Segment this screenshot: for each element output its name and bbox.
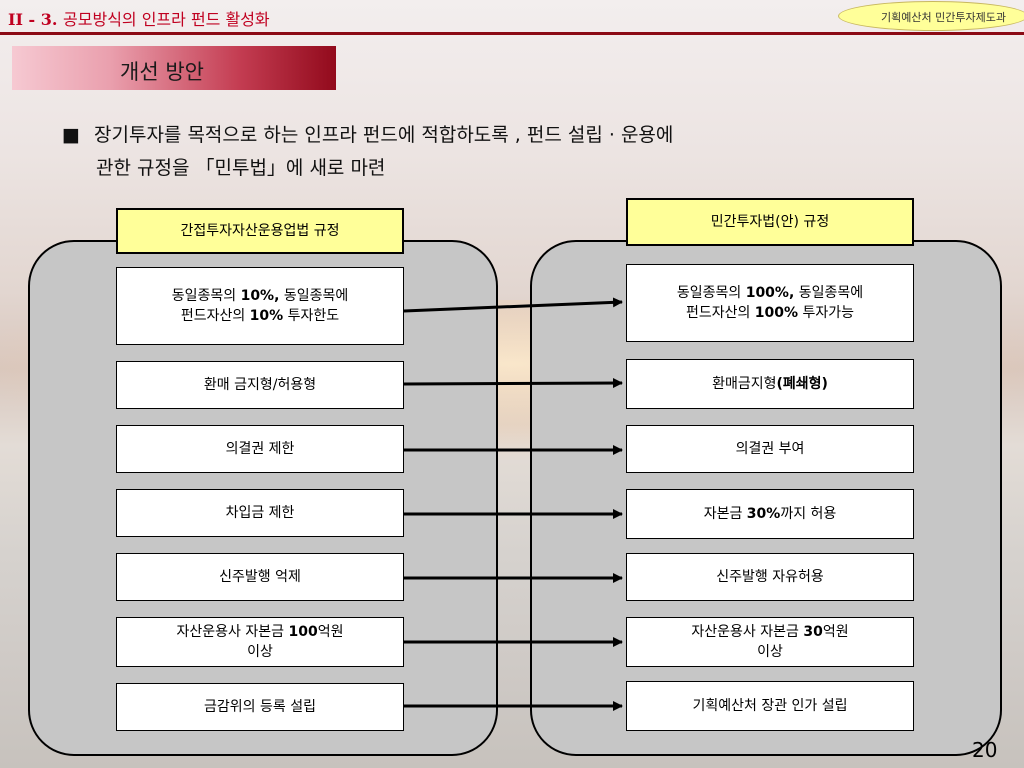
left-item-redemption: 환매 금지형/허용형 (116, 361, 404, 409)
department-badge: 기획예산처 민간투자제도과 (838, 1, 1024, 31)
left-item-text: 환매 금지형/허용형 (203, 377, 317, 393)
right-item-value: (폐쇄형) (776, 376, 828, 392)
right-item-text: 이상 (757, 644, 783, 660)
left-item-text: 이상 (247, 644, 273, 660)
arrow-1 (403, 297, 623, 313)
right-item-text: 펀드자산의 (685, 305, 755, 321)
square-bullet-icon: ■ (62, 124, 80, 146)
bullet-line-2: 관한 규정을 「민투법」에 새로 마련 (96, 153, 385, 180)
department-label: 기획예산처 민간투자제도과 (881, 11, 1006, 24)
left-panel-label: 간접투자자산운용업법 규정 (116, 208, 404, 254)
right-item-text: 까지 허용 (780, 506, 837, 522)
left-item-voting: 의결권 제한 (116, 425, 404, 473)
right-item-text: 투자가능 (798, 305, 855, 321)
left-item-borrowing: 차입금 제한 (116, 489, 404, 537)
left-item-value: 10% (249, 308, 284, 324)
section-header: II - 3. 공모방식의 인프라 펀드 활성화 (8, 6, 270, 30)
right-item-value: 100%, (745, 285, 795, 301)
right-item-text: 환매금지형 (712, 376, 777, 392)
left-item-text: 의결권 제한 (225, 441, 295, 457)
left-item-value: 100 (288, 624, 318, 640)
right-item-text: 기획예산처 장관 인가 설립 (692, 698, 848, 714)
left-item-text: 동일종목에 (279, 288, 349, 304)
right-item-borrowing: 자본금 30%까지 허용 (626, 489, 914, 539)
slide-title: 개선 방안 (120, 60, 204, 84)
section-number: II - 3. (8, 10, 58, 29)
right-item-text: 의결권 부여 (735, 441, 805, 457)
left-item-value: 10%, (240, 288, 280, 304)
right-item-investment-limit: 동일종목의 100%, 동일종목에 펀드자산의 100% 투자가능 (626, 264, 914, 342)
left-item-text: 펀드자산의 (180, 308, 250, 324)
left-item-text: 신주발행 억제 (219, 569, 301, 585)
left-label-text: 간접투자자산운용업법 규정 (180, 223, 340, 239)
right-item-text: 자산운용사 자본금 (691, 624, 804, 640)
left-item-text: 차입금 제한 (225, 505, 295, 521)
right-item-text: 자본금 (703, 506, 747, 522)
section-title: 공모방식의 인프라 펀드 활성화 (63, 10, 270, 29)
right-item-capital: 자산운용사 자본금 30억원 이상 (626, 617, 914, 667)
left-item-capital: 자산운용사 자본금 100억원 이상 (116, 617, 404, 667)
left-item-investment-limit: 동일종목의 10%, 동일종목에 펀드자산의 10% 투자한도 (116, 267, 404, 345)
right-item-authorization: 기획예산처 장관 인가 설립 (626, 681, 914, 731)
right-item-voting: 의결권 부여 (626, 425, 914, 473)
left-item-text: 자산운용사 자본금 (176, 624, 289, 640)
right-label-text: 민간투자법(안) 규정 (710, 214, 830, 230)
right-item-redemption: 환매금지형(폐쇄형) (626, 359, 914, 409)
header-divider (0, 32, 1024, 35)
left-item-new-shares: 신주발행 억제 (116, 553, 404, 601)
right-item-new-shares: 신주발행 자유허용 (626, 553, 914, 601)
right-item-value: 100% (754, 305, 799, 321)
right-item-text: 동일종목의 (676, 285, 746, 301)
left-item-text: 동일종목의 (171, 288, 241, 304)
bullet-text-1: 장기투자를 목적으로 하는 인프라 펀드에 적합하도록 , 펀드 설립 · 운용… (94, 124, 674, 146)
right-item-value: 30 (803, 624, 823, 640)
bullet-line-1: ■ 장기투자를 목적으로 하는 인프라 펀드에 적합하도록 , 펀드 설립 · … (62, 120, 673, 147)
page-number: 20 (972, 738, 998, 762)
right-item-text: 억원 (822, 624, 849, 640)
left-item-text: 억원 (317, 624, 344, 640)
arrow-2 (403, 378, 623, 389)
left-item-registration: 금감위의 등록 설립 (116, 683, 404, 731)
right-item-value: 30% (746, 506, 781, 522)
bullet-text-2: 관한 규정을 「민투법」에 새로 마련 (96, 157, 386, 179)
right-item-text: 동일종목에 (794, 285, 864, 301)
right-item-text: 신주발행 자유허용 (716, 569, 824, 585)
left-item-text: 투자한도 (283, 308, 340, 324)
slide-title-band: 개선 방안 (12, 46, 336, 90)
right-panel-label: 민간투자법(안) 규정 (626, 198, 914, 246)
left-item-text: 금감위의 등록 설립 (204, 699, 316, 715)
